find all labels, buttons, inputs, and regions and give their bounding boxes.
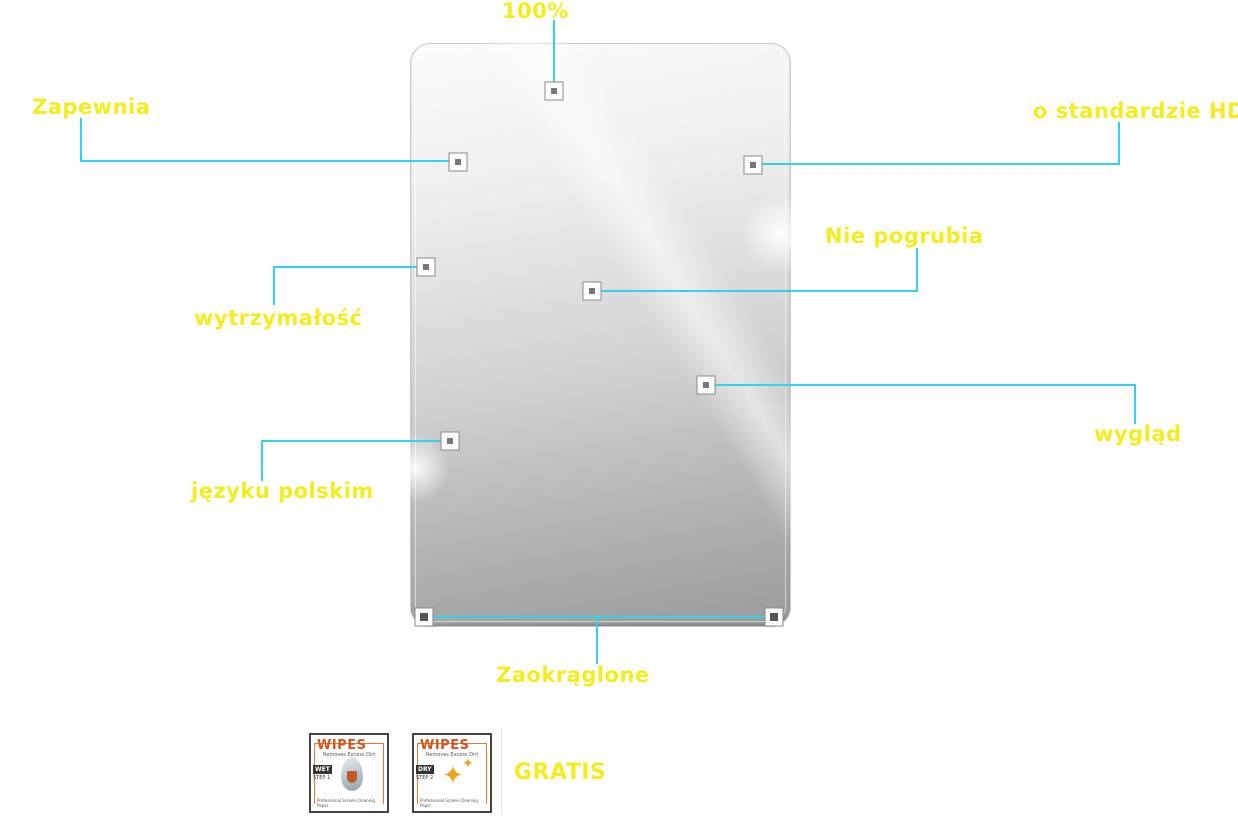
marker-hd — [743, 155, 763, 175]
callout-line-wyglad — [713, 384, 1136, 424]
wipe-footer: Professional Screen Cleaning Paper — [420, 798, 478, 808]
water-drop-shield-icon — [341, 757, 363, 791]
label-percent: 100% — [502, 0, 569, 23]
wipe-footer: Professional Screen Cleaning Paper — [317, 798, 375, 808]
glass-edge — [415, 48, 786, 622]
wipe-subtitle: Removes Excess Dirt — [426, 752, 479, 758]
callout-line-hd — [760, 122, 1120, 165]
callout-line-wytrzymalosc — [273, 266, 418, 305]
marker-wyglad — [696, 375, 716, 395]
wipe-step: STEP 2 — [416, 775, 434, 781]
callout-line-jezyku — [261, 440, 443, 481]
sparkle-icon: ✦ — [442, 761, 464, 791]
marker-zapewnia — [448, 152, 468, 172]
label-jezyku-polskim: języku polskim — [191, 479, 374, 503]
wipe-title: WIPES — [317, 738, 367, 753]
wipe-type-tag: WET — [313, 765, 332, 774]
marker-corner-left — [414, 607, 434, 627]
marker-percent — [544, 81, 564, 101]
wipe-step: STEP 1 — [313, 775, 331, 781]
callout-line-nie-pogrubia — [599, 248, 918, 292]
label-zaokraglone: Zaokrąglone — [496, 663, 650, 687]
sparkle-small-icon: ✦ — [462, 756, 474, 772]
wipe-title: WIPES — [420, 738, 470, 753]
wipe-type-tag: DRY — [416, 765, 434, 774]
label-zapewnia: Zapewnia — [32, 95, 151, 119]
label-nie-pogrubia: Nie pogrubia — [825, 224, 984, 248]
wipe-dry-package: WIPES Removes Excess Dirt DRY STEP 2 ✦ ✦… — [412, 733, 492, 813]
label-wytrzymalosc: wytrzymałość — [194, 306, 363, 330]
marker-corner-right — [764, 607, 784, 627]
wipe-subtitle: Removes Excess Dirt — [323, 752, 376, 758]
marker-nie-pogrubia — [582, 281, 602, 301]
label-gratis: GRATIS — [514, 760, 607, 785]
marker-wytrzymalosc — [416, 257, 436, 277]
label-standard-hd: o standardzie HD — [1033, 99, 1238, 123]
wipe-wet-package: WIPES Removes Excess Dirt WET STEP 1 Pro… — [309, 733, 389, 813]
divider — [501, 728, 502, 814]
screen-protector-glass — [410, 43, 791, 627]
callout-markers — [414, 81, 784, 627]
label-wyglad: wygląd — [1094, 422, 1182, 446]
marker-jezyku — [440, 431, 460, 451]
callout-line-zapewnia — [80, 118, 450, 162]
